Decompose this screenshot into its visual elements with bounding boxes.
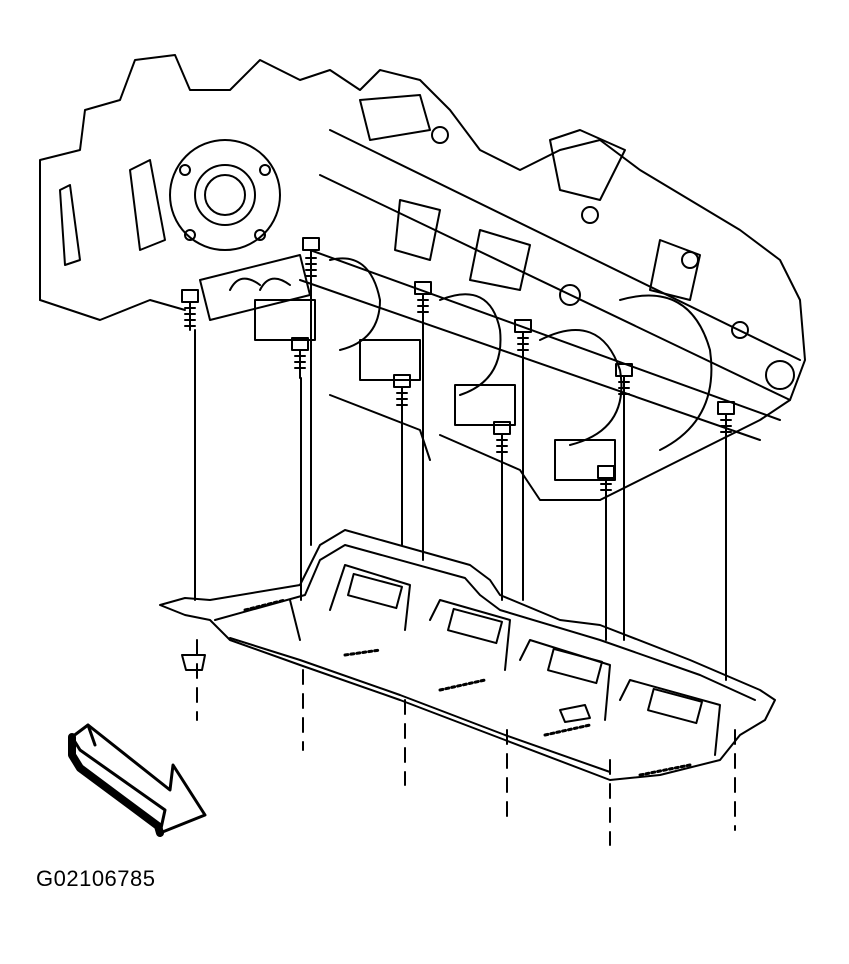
engine-block xyxy=(39,54,806,501)
bolt xyxy=(302,237,320,286)
bolt xyxy=(393,374,411,416)
bolt xyxy=(291,337,309,379)
bolt xyxy=(414,281,432,323)
oil-pan-baffle xyxy=(159,529,776,781)
alignment-lines xyxy=(194,284,727,681)
bolt xyxy=(597,465,615,501)
arrow-pointing-front-icon xyxy=(68,723,207,837)
bolt xyxy=(493,421,511,461)
figure-id-label: G02106785 xyxy=(36,866,156,891)
bolt xyxy=(615,363,633,405)
bolt xyxy=(181,289,199,331)
bolts xyxy=(181,237,735,501)
dashed-alignment-lines xyxy=(196,639,736,846)
bolt xyxy=(514,319,532,361)
bolt xyxy=(717,401,735,443)
